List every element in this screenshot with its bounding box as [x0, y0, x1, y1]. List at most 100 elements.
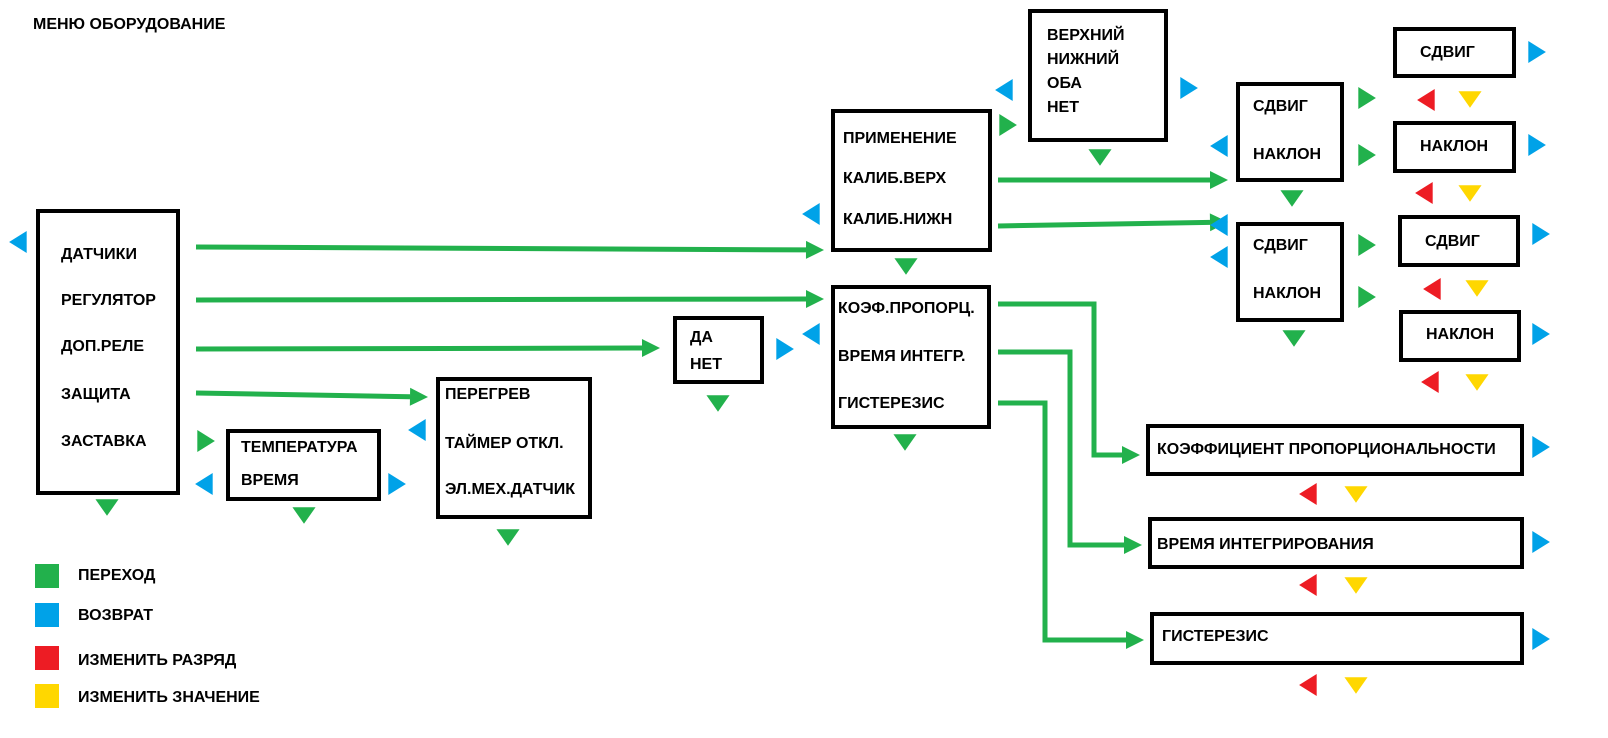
- sensors-item-application[interactable]: ПРИМЕНЕНИЕ: [843, 130, 957, 147]
- legend-change-digit-swatch: [35, 646, 59, 670]
- arrow-prop-coef-to-value-shaft: [998, 301, 1122, 458]
- arrow-protection-to-protection-menu-head: [409, 387, 428, 406]
- relay-forward-icon: [776, 338, 794, 360]
- calib-lower-item-shift[interactable]: СДВИГ: [1253, 237, 1308, 254]
- calib-upper-item-shift[interactable]: СДВИГ: [1253, 98, 1308, 115]
- integ-time-value-icon: [1344, 577, 1368, 594]
- lower-shift-digit-icon: [1423, 278, 1441, 300]
- protection-item-overheat[interactable]: ПЕРЕГРЕВ: [445, 386, 531, 403]
- regulator-item-hysteresis[interactable]: ГИСТЕРЕЗИС: [838, 395, 945, 412]
- legend-change-value-swatch: [35, 684, 59, 708]
- legend-change-value-label: ИЗМЕНИТЬ ЗНАЧЕНИЕ: [78, 689, 260, 706]
- sensors-item-calib-upper[interactable]: КАЛИБ.ВЕРХ: [843, 170, 947, 187]
- calib-upper-back-icon: [1210, 135, 1228, 157]
- screensaver-down-icon: [292, 507, 316, 524]
- protection-down-icon: [496, 529, 520, 546]
- legend-transition-label: ПЕРЕХОД: [78, 567, 156, 584]
- calib-lower-shift-label[interactable]: СДВИГ: [1425, 233, 1480, 250]
- arrow-integ-time-to-value-head: [1124, 536, 1142, 554]
- prop-coef-label[interactable]: КОЭФФИЦИЕНТ ПРОПОРЦИОНАЛЬНОСТИ: [1157, 441, 1496, 458]
- screensaver-item-temperature[interactable]: ТЕМПЕРАТУРА: [241, 439, 358, 456]
- sensors-item-calib-lower[interactable]: КАЛИБ.НИЖН: [843, 211, 953, 228]
- upper-shift-value-icon: [1458, 91, 1482, 108]
- page-title: МЕНЮ ОБОРУДОВАНИЕ: [33, 16, 226, 33]
- calib-upper-down-icon: [1280, 190, 1304, 207]
- main-menu-item-sensors[interactable]: ДАТЧИКИ: [61, 246, 137, 263]
- arrow-hysteresis-to-value-shaft: [998, 400, 1126, 643]
- arrow-sensors-to-sensors-menu-shaft: [195, 244, 807, 253]
- arrow-protection-to-protection-menu-shaft: [195, 390, 411, 400]
- sensors-menu-box: [831, 109, 992, 252]
- screensaver-item-time[interactable]: ВРЕМЯ: [241, 472, 299, 489]
- application-item-none[interactable]: НЕТ: [1047, 99, 1079, 116]
- protection-item-electromech-sensor[interactable]: ЭЛ.МЕХ.ДАТЧИК: [445, 481, 575, 498]
- calib-upper-item-slope[interactable]: НАКЛОН: [1253, 146, 1322, 163]
- arrow-relay-to-relay-menu-head: [641, 339, 660, 358]
- arrow-sensors-to-sensors-menu-head: [805, 240, 824, 259]
- legend-back-label: ВОЗВРАТ: [78, 607, 153, 624]
- hysteresis-value-icon: [1344, 677, 1368, 694]
- calib-upper-menu-box: [1236, 82, 1344, 182]
- arrow-hysteresis-to-value-head: [1126, 631, 1144, 649]
- integ-time-box: [1148, 517, 1524, 569]
- arrow-regulator-to-regulator-menu-shaft: [195, 296, 807, 303]
- application-forward-icon: [1180, 77, 1198, 99]
- arrow-integ-time-to-value-shaft: [998, 349, 1124, 548]
- protection-back-icon: [408, 419, 426, 441]
- calib-lower-down-icon: [1282, 330, 1306, 347]
- integ-time-digit-icon: [1299, 574, 1317, 596]
- main-menu-down-icon: [95, 499, 119, 516]
- sensors-down-icon: [894, 258, 918, 275]
- relay-item-yes[interactable]: ДА: [690, 329, 713, 346]
- calib-lower-shift-enter-icon: [1358, 234, 1376, 256]
- hysteresis-forward-icon: [1532, 628, 1550, 650]
- calib-upper-slope-box: [1393, 121, 1516, 173]
- calib-lower-slope-label[interactable]: НАКЛОН: [1426, 326, 1495, 343]
- hysteresis-digit-icon: [1299, 674, 1317, 696]
- application-item-both[interactable]: ОБА: [1047, 75, 1082, 92]
- regulator-item-prop-coef[interactable]: КОЭФ.ПРОПОРЦ.: [838, 300, 975, 317]
- calib-upper-shift-enter-icon: [1358, 87, 1376, 109]
- regulator-item-integ-time[interactable]: ВРЕМЯ ИНТЕГР.: [838, 348, 966, 365]
- sensors-back-icon: [802, 203, 820, 225]
- main-menu-item-regulator[interactable]: РЕГУЛЯТОР: [61, 292, 156, 309]
- calib-lower-slope-box: [1399, 310, 1521, 362]
- lower-slope-forward-icon: [1532, 323, 1550, 345]
- lower-shift-forward-icon: [1532, 223, 1550, 245]
- lower-shift-value-icon: [1465, 280, 1489, 297]
- screensaver-back-icon: [195, 473, 213, 495]
- regulator-back-icon: [802, 323, 820, 345]
- screensaver-enter-icon: [197, 430, 215, 452]
- protection-menu-box: [436, 377, 592, 519]
- relay-item-no[interactable]: НЕТ: [690, 356, 722, 373]
- main-menu-item-protection[interactable]: ЗАЩИТА: [61, 386, 131, 403]
- arrow-calib-upper-to-submenu-head: [1210, 171, 1228, 189]
- prop-coef-forward-icon: [1532, 436, 1550, 458]
- relay-menu-box: [673, 316, 764, 384]
- hysteresis-label[interactable]: ГИСТЕРЕЗИС: [1162, 628, 1269, 645]
- calib-lower-back-icon: [1210, 246, 1228, 268]
- calib-lower-shift-box: [1398, 215, 1520, 267]
- regulator-menu-box: [831, 285, 991, 429]
- application-back-icon: [995, 79, 1013, 101]
- prop-coef-box: [1146, 424, 1524, 476]
- upper-slope-forward-icon: [1528, 134, 1546, 156]
- calib-lower-item-slope[interactable]: НАКЛОН: [1253, 285, 1322, 302]
- legend-change-digit-label: ИЗМЕНИТЬ РАЗРЯД: [78, 652, 237, 669]
- protection-item-off-timer[interactable]: ТАЙМЕР ОТКЛ.: [445, 435, 564, 452]
- legend-transition-swatch: [35, 564, 59, 588]
- upper-slope-value-icon: [1458, 185, 1482, 202]
- calib-lower-menu-box: [1236, 222, 1344, 322]
- main-menu-back-icon: [9, 231, 27, 253]
- calib-upper-slope-label[interactable]: НАКЛОН: [1420, 138, 1489, 155]
- main-menu-item-screensaver[interactable]: ЗАСТАВКА: [61, 433, 147, 450]
- main-menu-item-relay[interactable]: ДОП.РЕЛЕ: [61, 338, 145, 355]
- legend-back-swatch: [35, 603, 59, 627]
- application-item-upper[interactable]: ВЕРХНИЙ: [1047, 27, 1125, 44]
- application-item-lower[interactable]: НИЖНИЙ: [1047, 51, 1120, 68]
- integ-time-label[interactable]: ВРЕМЯ ИНТЕГРИРОВАНИЯ: [1157, 536, 1374, 553]
- calib-upper-shift-label[interactable]: СДВИГ: [1420, 44, 1475, 61]
- main-menu-box: [36, 209, 180, 495]
- lower-slope-digit-icon: [1421, 371, 1439, 393]
